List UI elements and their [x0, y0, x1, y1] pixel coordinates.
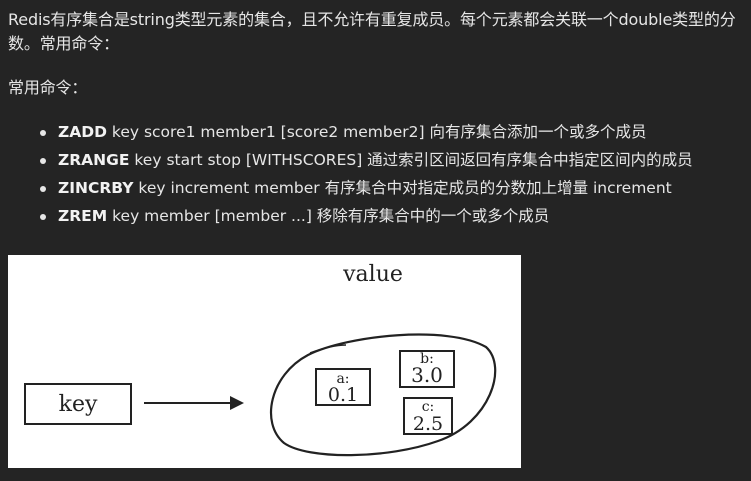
command-description: key score1 member1 [score2 member2] 向有序集…: [106, 123, 647, 141]
member-name-c: c:: [422, 399, 435, 415]
member-name-b: b:: [420, 351, 434, 367]
list-item: ZREM key member [member ...] 移除有序集合中的一个或…: [8, 202, 743, 230]
sorted-set-diagram: value key a: 0.1 b: 3.0 c: 2.5: [8, 255, 521, 468]
command-name: ZREM: [58, 207, 108, 225]
member-score-a: 0.1: [328, 384, 358, 406]
command-description: key start stop [WITHSCORES] 通过索引区间返回有序集合…: [129, 151, 693, 169]
command-list: ZADD key score1 member1 [score2 member2]…: [8, 118, 743, 230]
list-item: ZRANGE key start stop [WITHSCORES] 通过索引区…: [8, 146, 743, 174]
list-item: ZADD key score1 member1 [score2 member2]…: [8, 118, 743, 146]
member-name-a: a:: [336, 371, 349, 387]
value-label: value: [342, 262, 403, 287]
key-box: [24, 383, 132, 425]
command-name: ZADD: [58, 123, 107, 141]
diagram-canvas: value key a: 0.1 b: 3.0 c: 2.5: [24, 262, 497, 457]
member-score-b: 3.0: [411, 363, 443, 387]
member-box-a: [315, 368, 371, 406]
intro-paragraph: Redis有序集合是string类型元素的集合，且不允许有重复成员。每个元素都会…: [8, 10, 736, 53]
member-box-b: [399, 350, 455, 388]
set-ellipse: [270, 333, 497, 457]
member-score-c: 2.5: [413, 413, 443, 435]
command-description: key member [member ...] 移除有序集合中的一个或多个成员: [107, 207, 550, 225]
list-item: ZINCRBY key increment member 有序集合中对指定成员的…: [8, 174, 743, 202]
ellipse-stroke-overlap: [309, 344, 347, 354]
command-name: ZINCRBY: [58, 179, 134, 197]
key-label: key: [59, 392, 98, 417]
member-box-c: [403, 397, 453, 435]
arrow-head-icon: [230, 396, 244, 410]
common-commands-heading: 常用命令：: [8, 78, 88, 97]
command-name: ZRANGE: [58, 151, 130, 169]
command-description: key increment member 有序集合中对指定成员的分数加上增量 i…: [133, 179, 672, 197]
